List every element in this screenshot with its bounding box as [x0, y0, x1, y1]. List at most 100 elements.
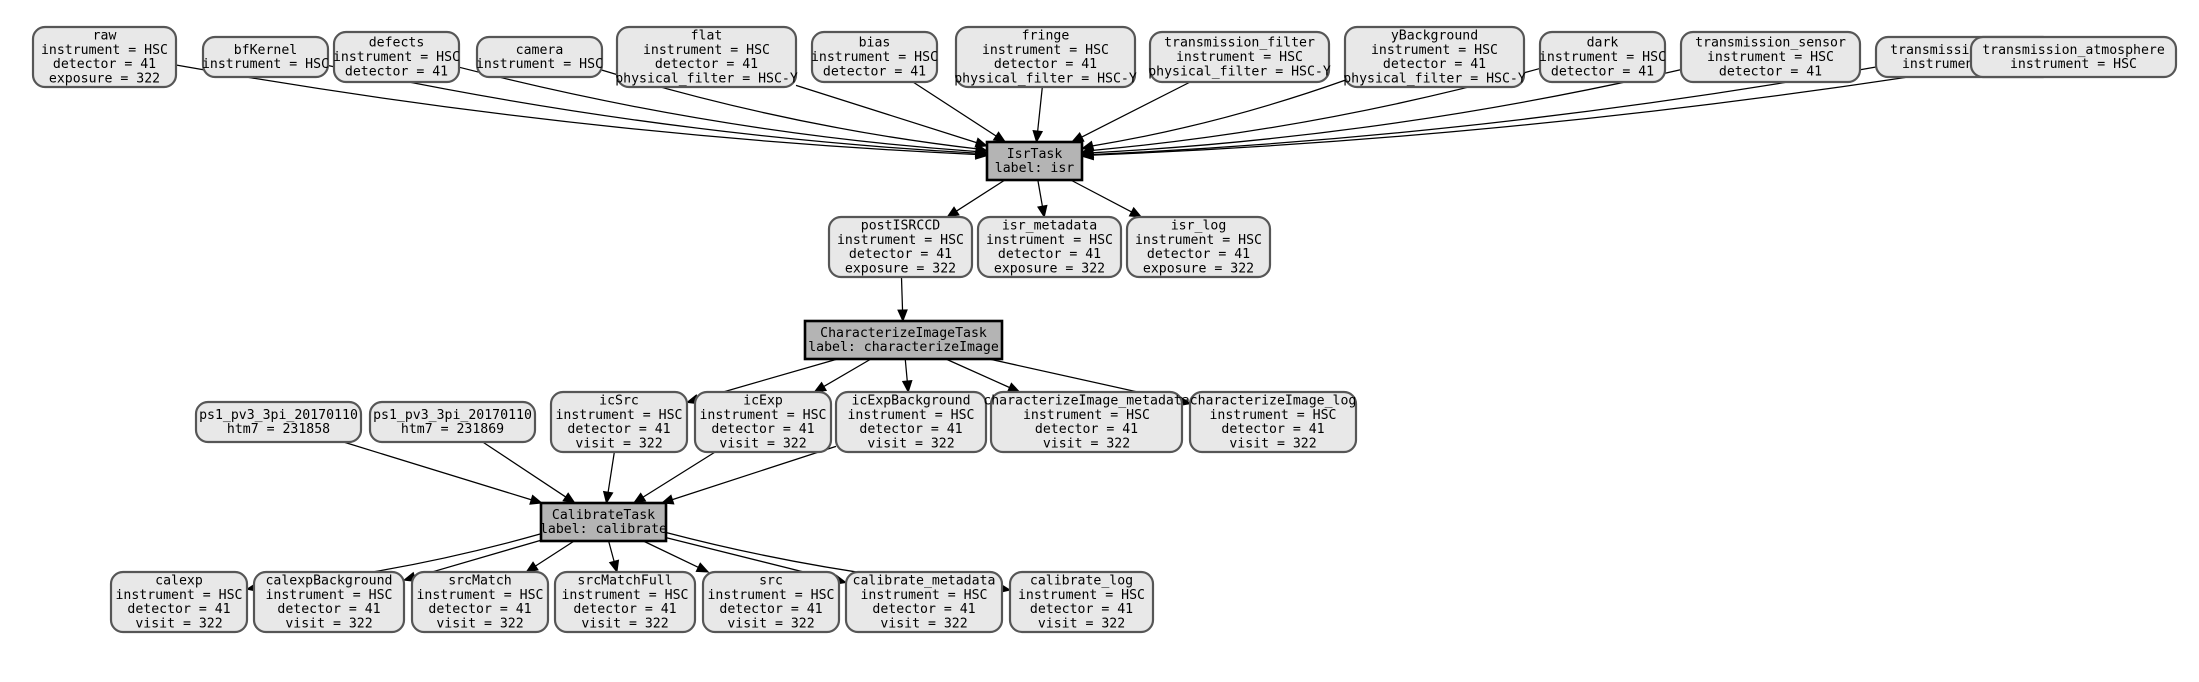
node-dimension: detector = 41: [655, 57, 758, 72]
node-title: defects: [369, 36, 425, 51]
node-title: characterizeImage_log: [1190, 393, 1357, 408]
dataset-node-box: [475, 35, 604, 79]
edge-arrowhead: [1080, 149, 1094, 161]
node-dimension: instrument = HSC: [416, 588, 543, 603]
dataset-node-box: [615, 25, 798, 89]
edge-line: [912, 81, 997, 137]
node-dimension: visit = 322: [1038, 617, 1125, 632]
dataset-node-box: [109, 570, 249, 634]
node-dimension: physical_filter = HSC-Y: [615, 72, 798, 87]
node-dimension: instrument = HSC: [2010, 57, 2137, 72]
task-node-box: [985, 140, 1084, 182]
dataset-node-box: [1188, 390, 1358, 454]
edge-arrowhead: [562, 492, 576, 504]
edge-line: [1081, 81, 1191, 138]
dataset-node-box: [332, 30, 461, 84]
edge-line: [458, 66, 977, 153]
node-dimension: instrument = HSC: [265, 588, 392, 603]
node-dimension: detector = 41: [1035, 422, 1138, 437]
dataset-node-box: [1343, 25, 1526, 89]
node-title: srcMatch: [448, 573, 512, 588]
node-dimension: instrument = HSC: [476, 57, 603, 72]
edge-arrowhead: [632, 492, 647, 504]
dataset-node-box: [1969, 35, 2178, 79]
graph-edge: [901, 358, 913, 394]
node-dimension: instrument = HSC: [1209, 408, 1336, 423]
node-dimension: instrument = HSC: [1371, 43, 1498, 58]
node-dimension: detector = 41: [1383, 57, 1486, 72]
node-title: yBackground: [1391, 28, 1478, 43]
dataset-node-box: [1125, 215, 1272, 279]
dataset-node-box: [553, 570, 697, 634]
node-dimension: detector = 41: [1147, 247, 1250, 262]
edge-line: [1070, 179, 1132, 213]
node-dimension: detector = 41: [998, 247, 1101, 262]
edge-arrowhead: [1128, 206, 1143, 218]
node-dimension: visit = 322: [436, 617, 523, 632]
graph-edge: [602, 451, 615, 505]
node-dimension: detector = 41: [859, 422, 962, 437]
node-title: ps1_pv3_3pi_20170110: [373, 408, 532, 423]
node-dimension: exposure = 322: [1143, 262, 1254, 277]
node-dimension: detector = 41: [1030, 602, 1133, 617]
edge-arrowhead: [1037, 204, 1048, 219]
edge-arrowhead: [525, 561, 539, 573]
graph-edge: [1080, 66, 1972, 161]
dataset-node-box: [701, 570, 841, 634]
node-title: icExp: [743, 393, 783, 408]
dataset-node-box: [976, 215, 1123, 279]
node-title: fringe: [1022, 28, 1070, 43]
node-title: transmission_atmosphere: [1982, 43, 2165, 58]
dataset-node-box: [368, 400, 537, 444]
node-dimension: detector = 41: [345, 64, 448, 79]
node-title: IsrTask: [1007, 147, 1063, 162]
edge-line: [175, 64, 977, 156]
graph-edge: [1032, 86, 1044, 144]
edge-arrowhead: [1006, 382, 1021, 393]
dataset-node-box: [1008, 570, 1155, 634]
node-dimension: detector = 41: [573, 602, 676, 617]
node-title: raw: [93, 28, 117, 43]
node-dimension: label: calibrate: [540, 522, 667, 537]
node-dimension: detector = 41: [872, 602, 975, 617]
edge-line: [956, 179, 1006, 212]
node-dimension: detector = 41: [719, 602, 822, 617]
edge-arrowhead: [1070, 132, 1085, 143]
edge-arrowhead: [946, 206, 960, 218]
node-dimension: instrument = HSC: [115, 588, 242, 603]
node-dimension: instrument = HSC: [986, 233, 1113, 248]
